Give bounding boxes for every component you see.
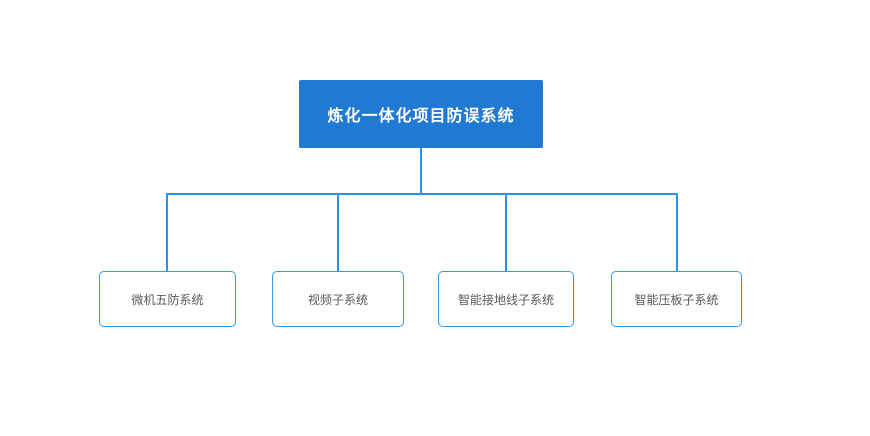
root-node-label: 炼化一体化项目防误系统 [327,108,515,125]
connector-root-stem [420,148,422,194]
child-node-video[interactable]: 视频子系统 [272,271,404,327]
root-node[interactable]: 炼化一体化项目防误系统 [299,80,543,148]
child-node-label: 视频子系统 [307,292,368,307]
connector-drop-2 [337,193,339,272]
child-node-label: 智能接地线子系统 [457,292,554,307]
child-node-pressplate[interactable]: 智能压板子系统 [611,271,742,327]
child-node-label: 微机五防系统 [131,292,204,307]
connector-drop-4 [676,193,678,272]
child-node-wjwf[interactable]: 微机五防系统 [99,271,236,327]
connector-drop-1 [166,193,168,272]
child-node-grounding[interactable]: 智能接地线子系统 [438,271,574,327]
connector-drop-3 [505,193,507,272]
connector-horizontal-bar [166,193,678,195]
child-node-label: 智能压板子系统 [634,292,719,307]
